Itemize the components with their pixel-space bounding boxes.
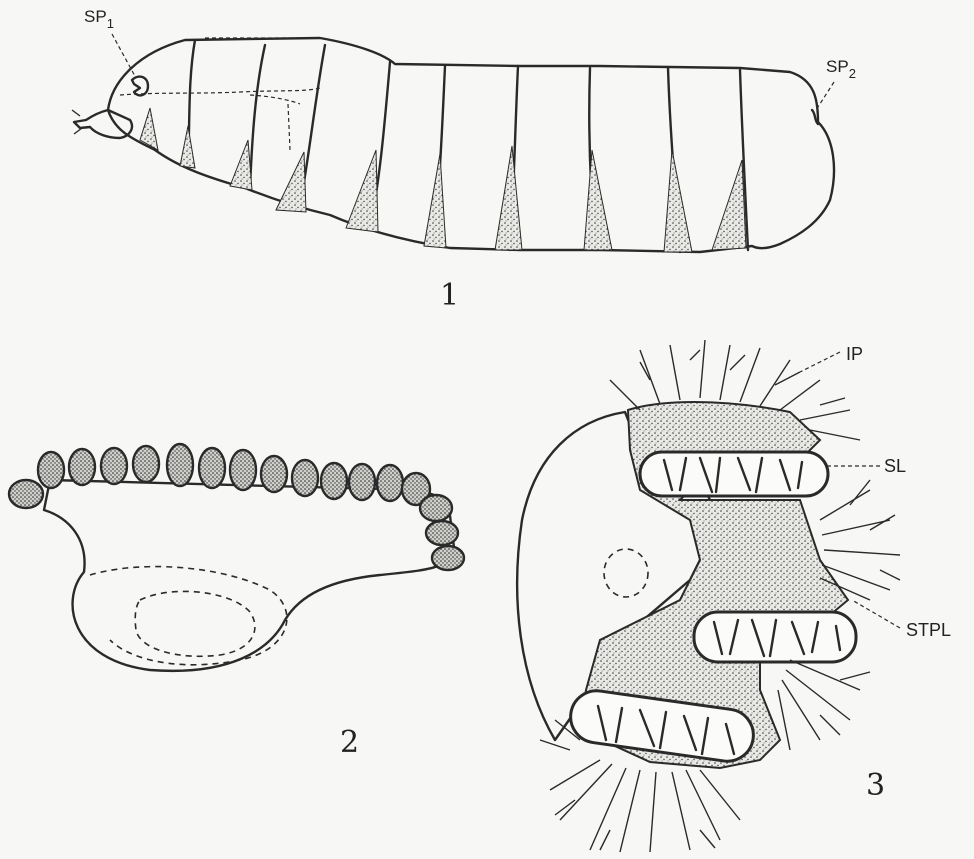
papilla (377, 465, 403, 501)
stpl-leader (852, 600, 900, 628)
figure-number-2: 2 (340, 725, 359, 760)
sp2-leader (816, 82, 834, 110)
papilla (261, 456, 287, 492)
label-ip: IP (846, 344, 863, 364)
larva-drawing (72, 34, 834, 252)
figure-number-3: 3 (866, 768, 885, 803)
larva-mouthparts (74, 110, 132, 138)
spiracle-papillae (9, 444, 464, 570)
larva-segment-lines (188, 40, 748, 252)
label-sp1: SP1 (84, 7, 114, 31)
label-stpl: STPL (906, 620, 951, 640)
papilla (38, 452, 64, 488)
figure-number-1: 1 (440, 278, 459, 313)
papilla (9, 480, 43, 508)
papilla (69, 449, 95, 485)
ecdysial-scar (604, 549, 648, 597)
posterior-spiracle-drawing (517, 340, 900, 852)
papilla (321, 463, 347, 499)
ip-leader (800, 352, 840, 372)
anterior-spiracle-drawing (9, 444, 464, 671)
label-sl: SL (884, 456, 906, 476)
papilla (230, 450, 256, 490)
spiracle-inner-dashed-inner (135, 591, 255, 656)
anterior-spiracle (132, 77, 148, 96)
interspiracular-process-lower-right (778, 660, 870, 750)
papilla (199, 448, 225, 488)
papilla (133, 446, 159, 482)
papilla (349, 464, 375, 500)
papilla (426, 521, 458, 545)
papilla (420, 495, 452, 521)
label-sp2: SP2 (826, 57, 856, 81)
papilla (101, 448, 127, 484)
papilla (167, 444, 193, 486)
papilla (432, 546, 464, 570)
sp1-leader (112, 34, 136, 78)
papilla (292, 460, 318, 496)
